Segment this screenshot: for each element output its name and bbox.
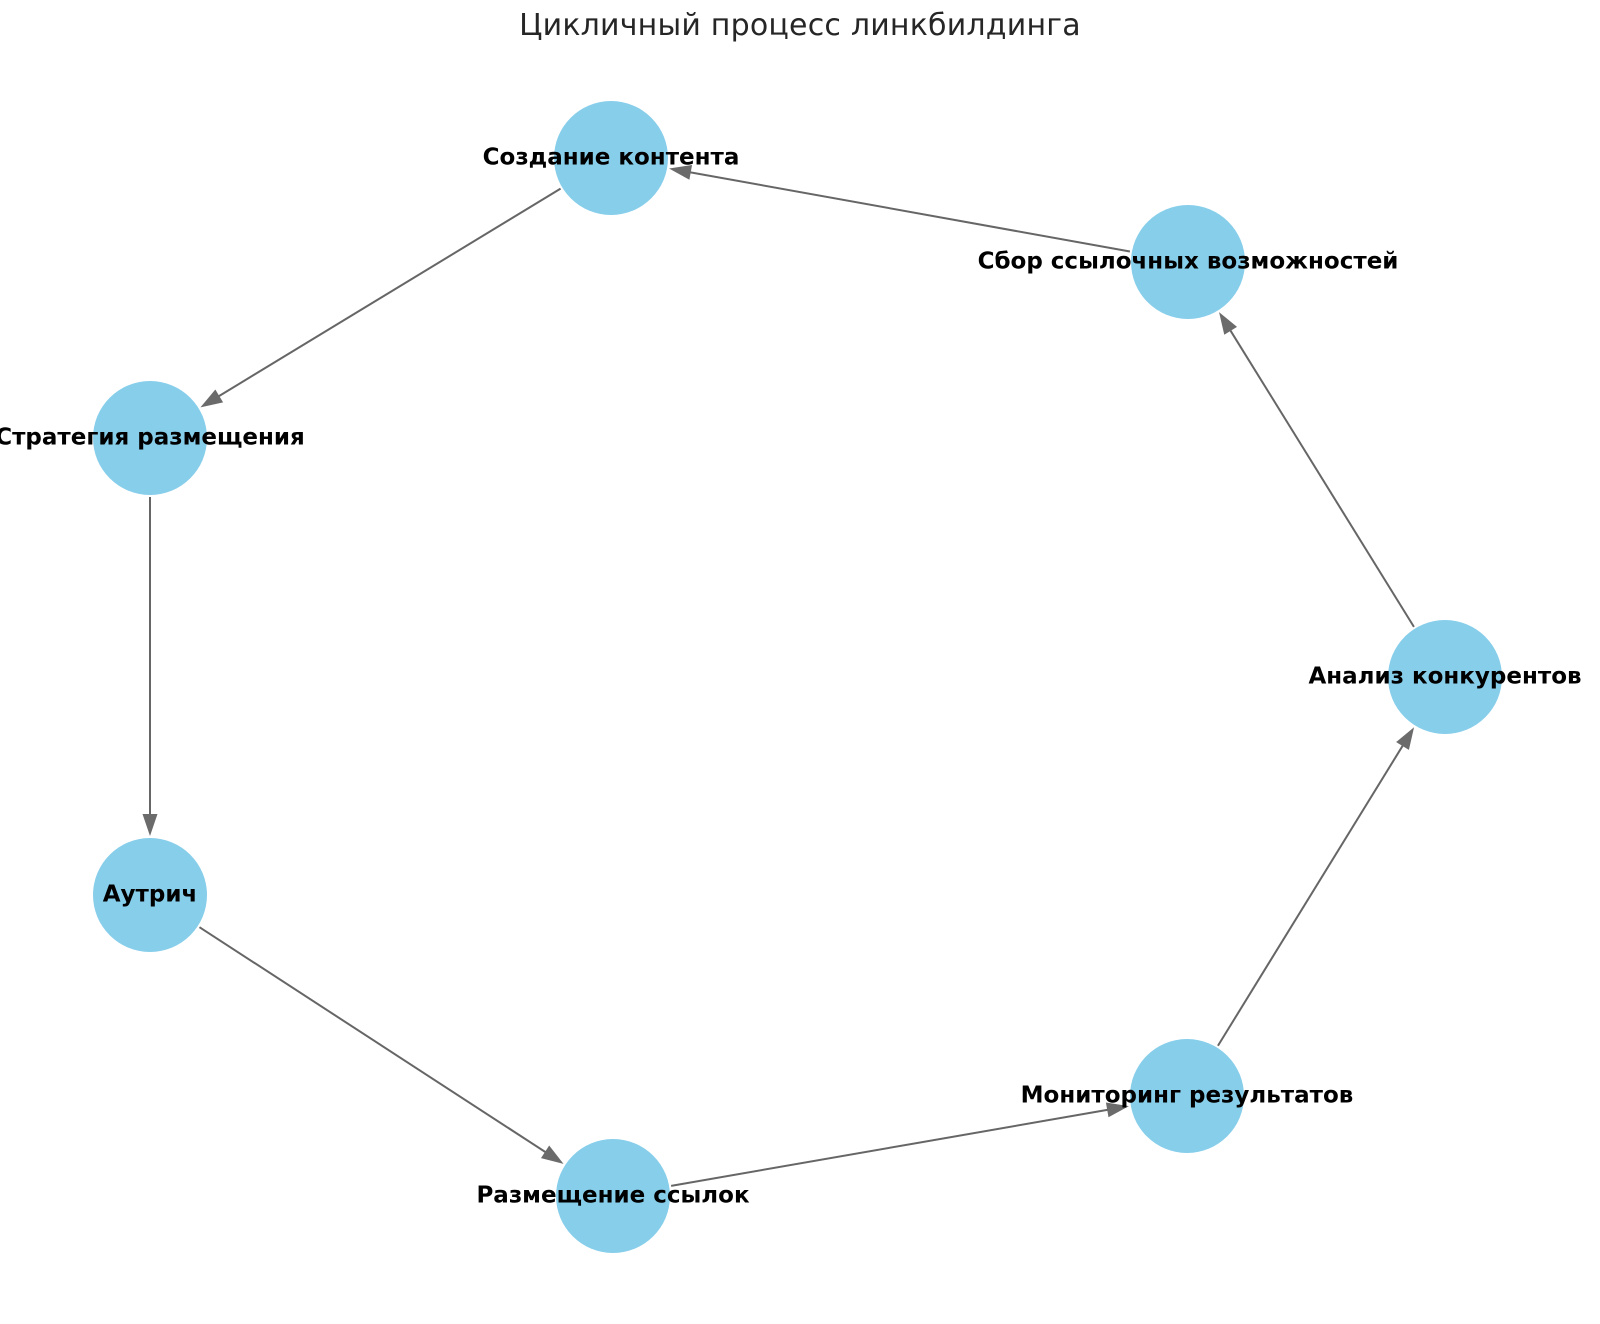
graph-node-outreach[interactable] — [93, 838, 207, 952]
edge-line — [1217, 742, 1405, 1047]
graph-node-placement[interactable] — [556, 1139, 670, 1253]
nodes-group — [93, 101, 1502, 1253]
edge-line — [198, 926, 549, 1155]
edge-line — [216, 187, 562, 399]
page-title: Цикличный процесс линкбилдинга — [519, 8, 1081, 43]
edges-group — [142, 164, 1415, 1187]
edge-arrowhead-icon — [142, 814, 158, 836]
edge-arrowhead-icon — [1105, 1102, 1129, 1118]
graph-node-monitoring[interactable] — [1130, 1039, 1244, 1153]
graph-node-strategy[interactable] — [93, 381, 207, 495]
edge-line — [687, 170, 1131, 253]
graph-node-content[interactable] — [554, 101, 668, 215]
graph-node-competitors[interactable] — [1388, 620, 1502, 734]
edge-line — [670, 1108, 1111, 1187]
edge-arrowhead-icon — [1396, 727, 1415, 750]
graph-node-gathering[interactable] — [1131, 205, 1245, 319]
edge-arrowhead-icon — [200, 389, 224, 408]
edge-arrowhead-icon — [669, 164, 693, 180]
edge-arrowhead-icon — [1219, 312, 1238, 335]
edge-line — [1228, 327, 1415, 628]
edge-arrowhead-icon — [541, 1145, 564, 1164]
